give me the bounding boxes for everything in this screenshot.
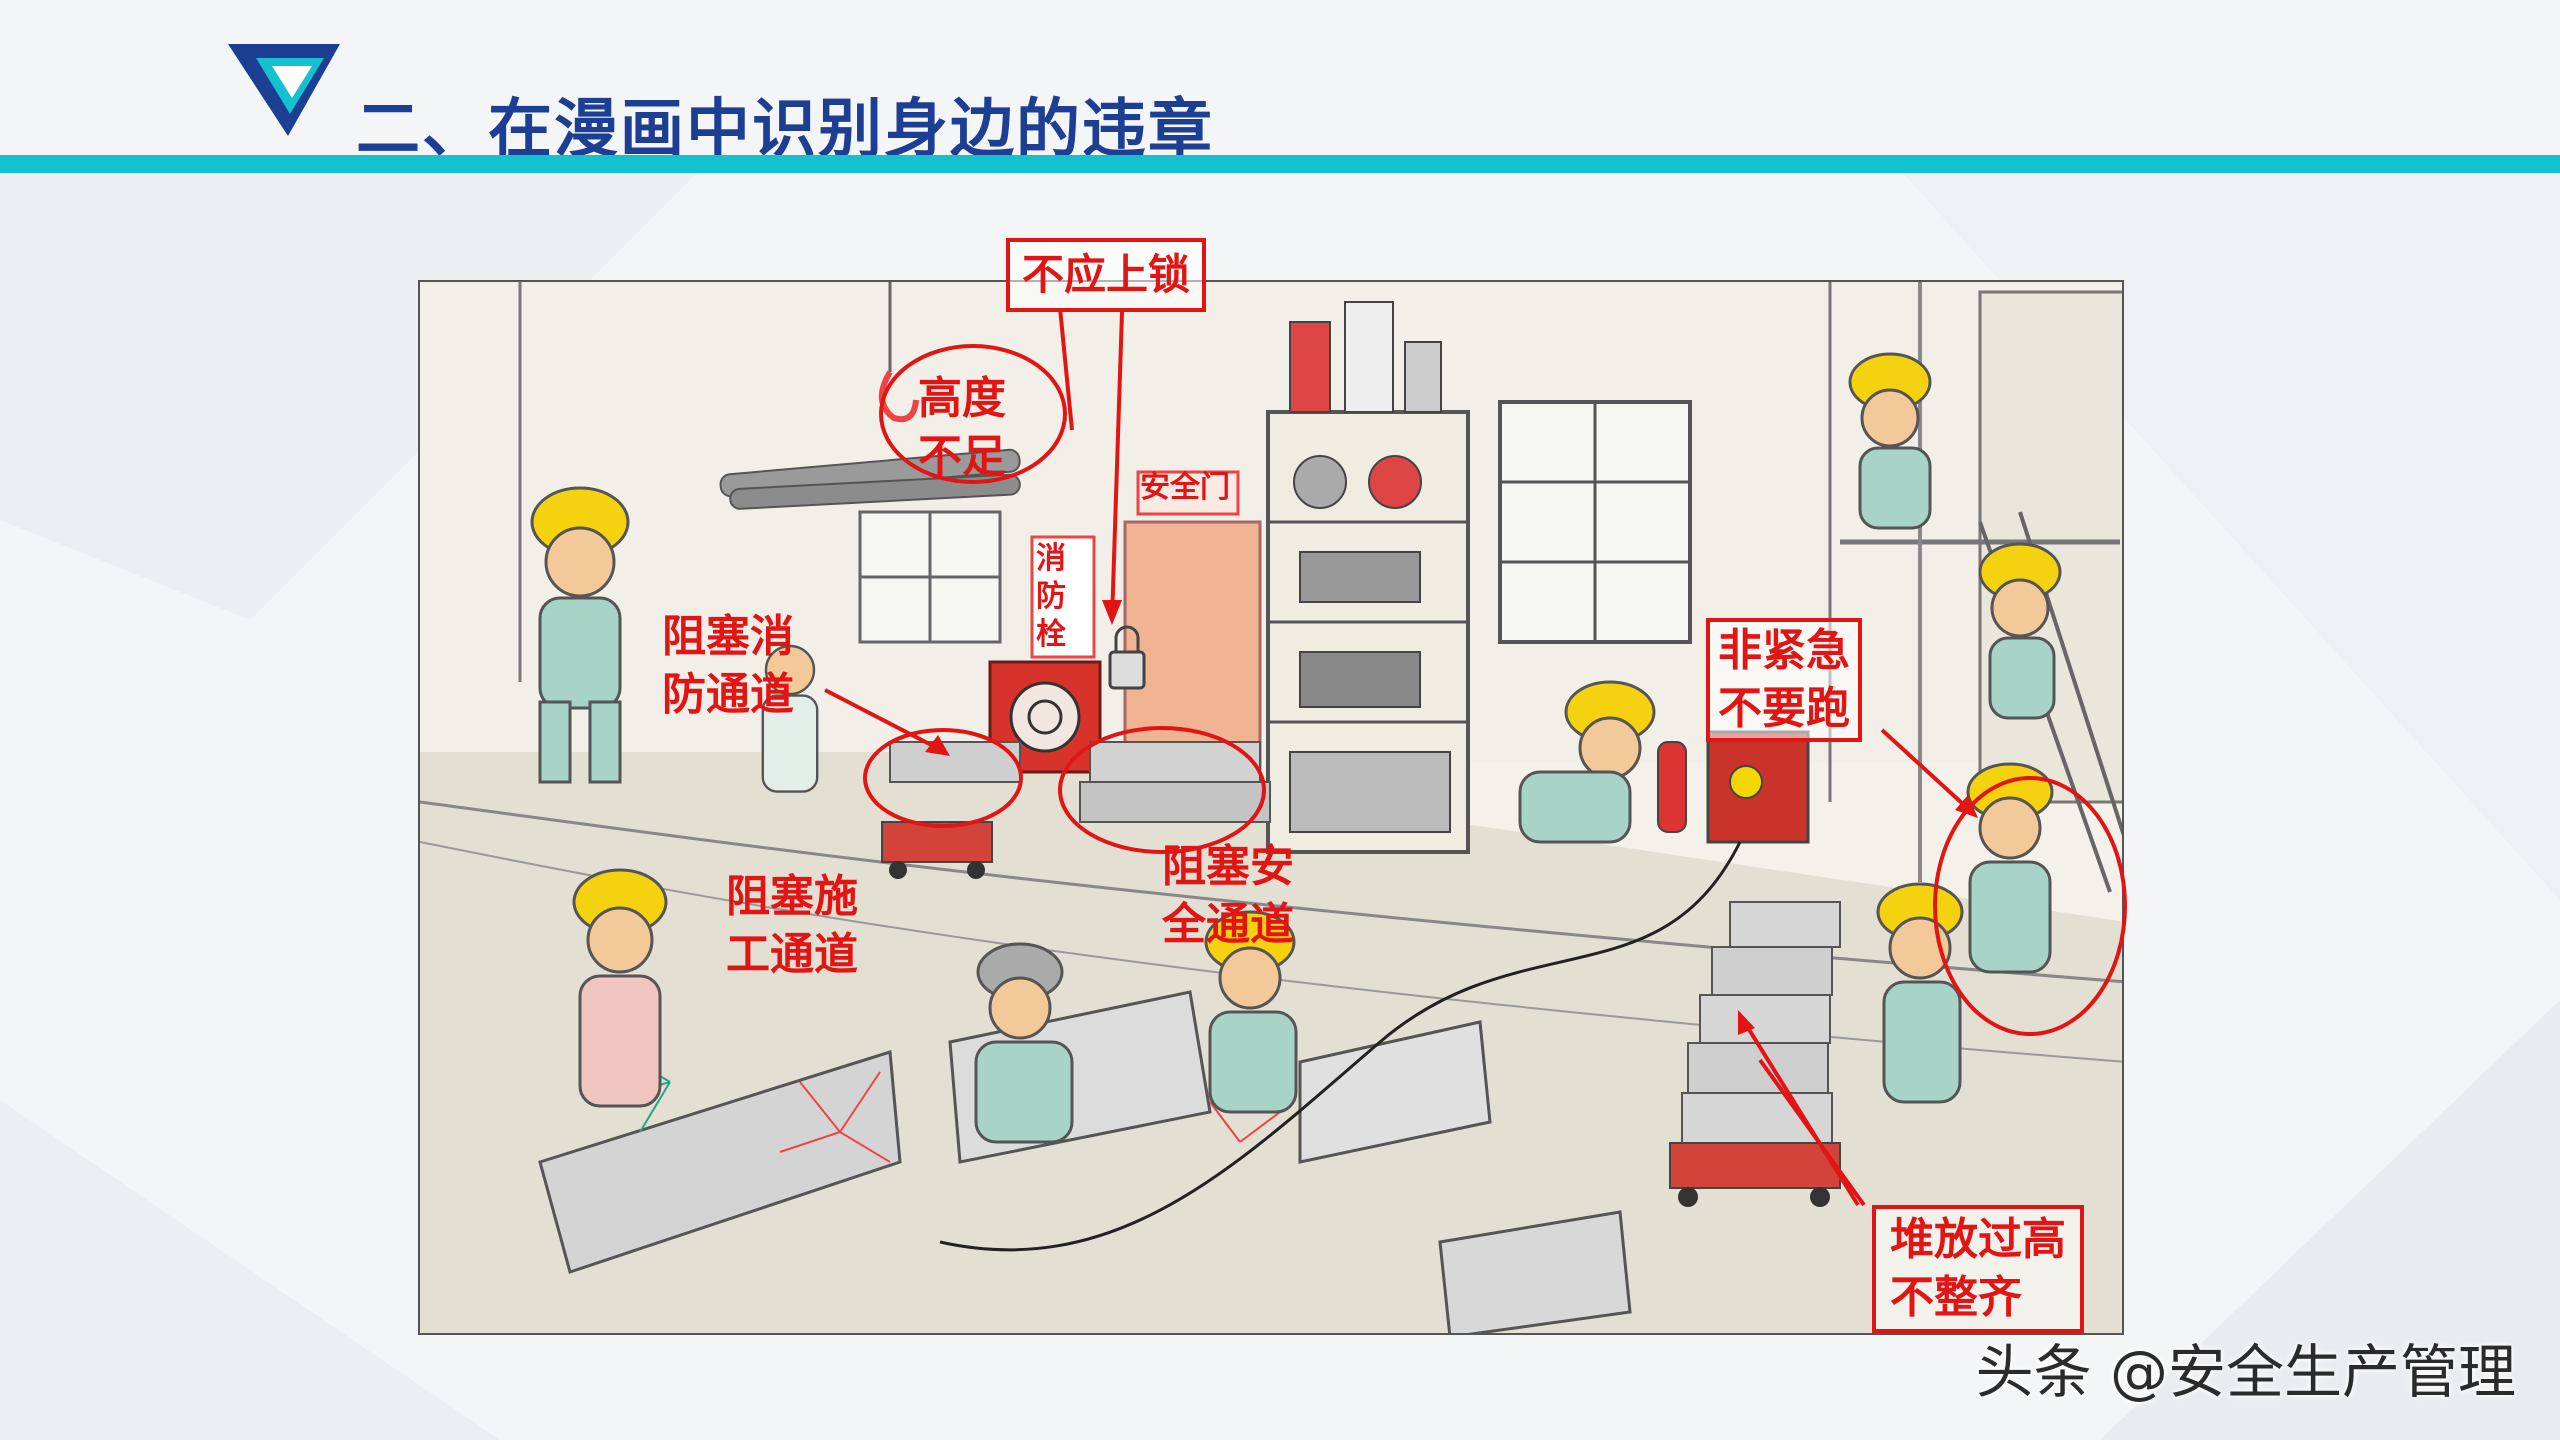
- slide-title: 二、在漫画中识别身边的违章: [356, 93, 1214, 167]
- source-watermark: 头条 @安全生产管理: [1975, 1338, 2516, 1406]
- annotation-no-running: 非紧急 不要跑: [1706, 618, 1862, 742]
- annotation-no-lock: 不应上锁: [1006, 238, 1207, 312]
- title-underline-bar: [0, 155, 2560, 173]
- fire-hydrant-sign: 消 防 栓: [1036, 541, 1066, 652]
- annotation-blocked-construction-passage: 阻塞施 工通道: [726, 871, 858, 980]
- annotation-height-insufficient: 高度 不足: [918, 373, 1006, 482]
- comic-scene: [420, 282, 2122, 1333]
- brand-logo-icon: [228, 44, 340, 136]
- annotation-blocked-fire-passage: 阻塞消 防通道: [662, 611, 794, 720]
- annotation-stacked-too-high: 堆放过高 不整齐: [1872, 1205, 2084, 1333]
- safety-door-sign: 安全门: [1140, 470, 1230, 505]
- annotation-blocked-safety-passage: 阻塞安 全通道: [1162, 841, 1294, 950]
- comic-illustration: [418, 280, 2124, 1335]
